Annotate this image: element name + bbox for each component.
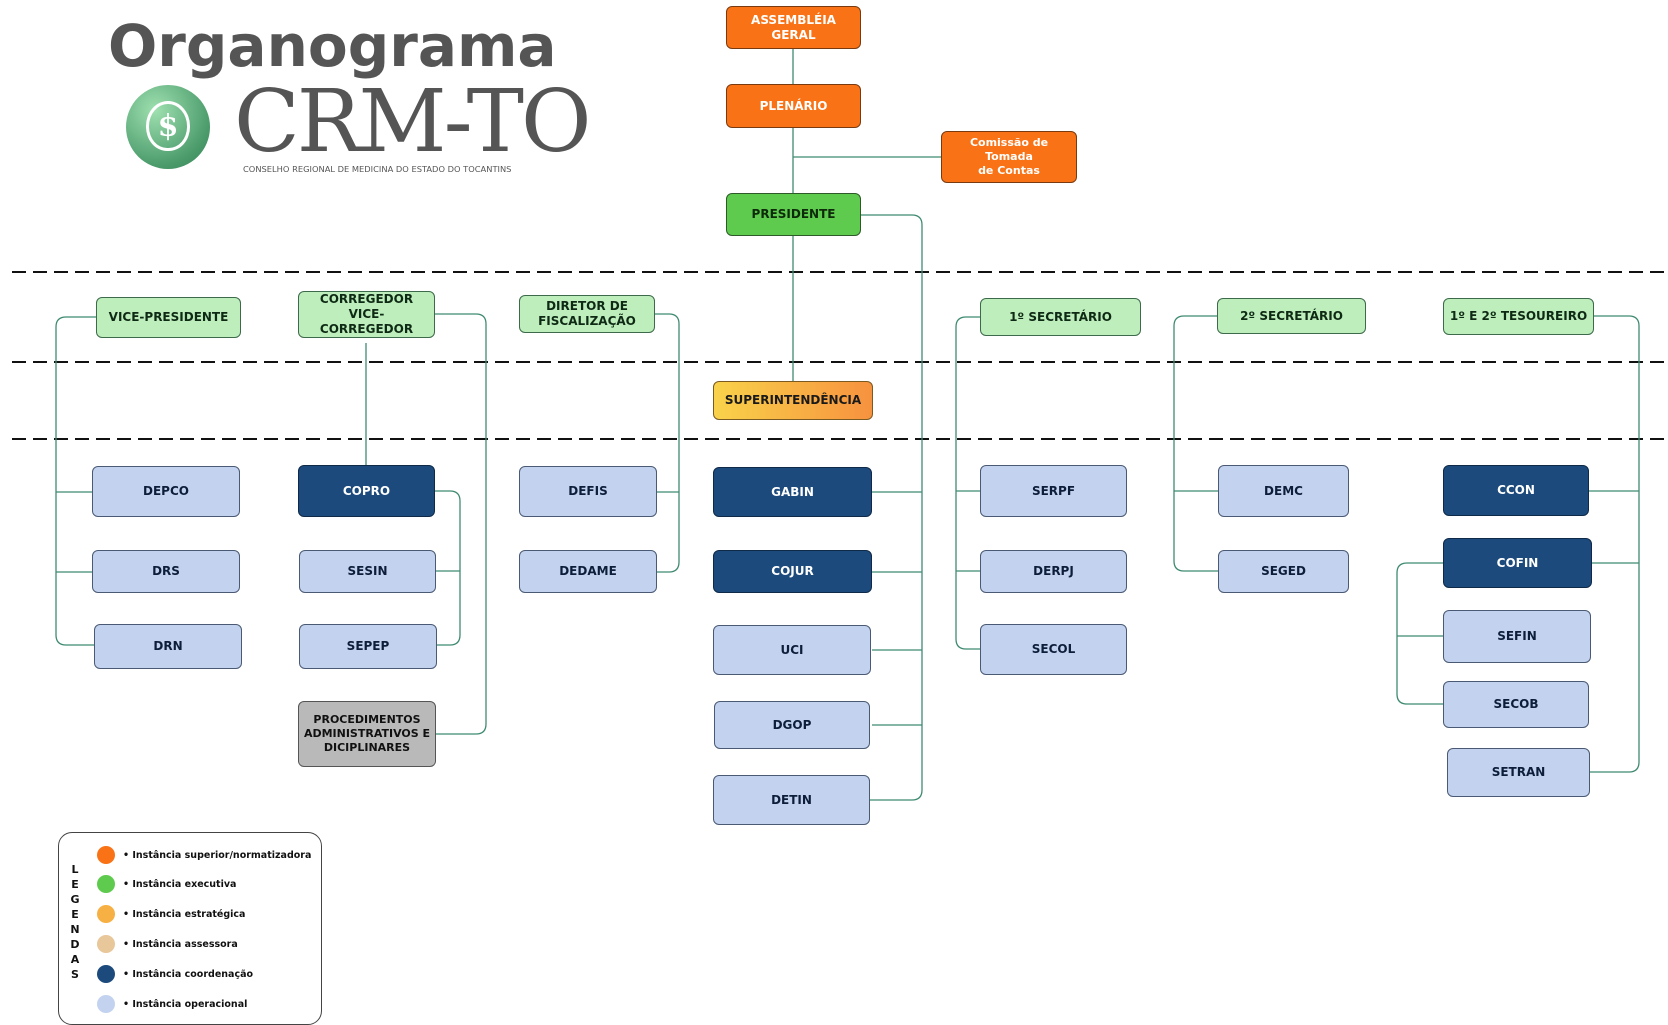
legend-color-dot-icon [97,935,115,953]
node-serpf: SERPF [980,465,1127,517]
connector [955,316,980,650]
connector [861,214,923,801]
node-dgop: DGOP [714,701,870,749]
legend-item: • Instância operacional [97,994,247,1014]
connector [435,313,487,735]
node-presidente: PRESIDENTE [726,193,861,236]
node-superintendencia: SUPERINTENDÊNCIA [713,381,873,420]
caduceus-icon: $ [146,101,190,151]
legend-color-dot-icon [97,965,115,983]
node-plenario: PLENÁRIO [726,84,861,128]
legend-color-dot-icon [97,875,115,893]
page-title: Organograma [108,12,557,80]
connector [55,316,96,646]
node-vice-presidente: VICE-PRESIDENTE [96,297,241,338]
legend-item: • Instância executiva [97,874,236,894]
node-drn: DRN [94,624,242,669]
legend-item-label: • Instância executiva [123,878,237,890]
connector [1590,315,1640,773]
node-uci: UCI [713,625,871,675]
legend-item: • Instância coordenação [97,964,253,984]
connector [1396,562,1443,705]
legend-color-dot-icon [97,905,115,923]
legend-item-label: • Instância superior/normatizadora [123,849,312,861]
node-procedimentos: PROCEDIMENTOS ADMINISTRATIVOS E DICIPLIN… [298,701,436,767]
node-drs: DRS [92,550,240,593]
node-assembleia-geral: ASSEMBLÉIA GERAL [726,6,861,49]
legend-item-label: • Instância operacional [123,998,248,1010]
node-seged: SEGED [1218,550,1349,593]
logo-subtitle: CONSELHO REGIONAL DE MEDICINA DO ESTADO … [243,164,512,174]
legend-item: • Instância estratégica [97,904,245,924]
node-detin: DETIN [713,775,870,825]
node-sefin: SEFIN [1443,610,1591,663]
legend-color-dot-icon [97,995,115,1013]
logo-text: CRM-TO [234,72,591,172]
connector [1173,315,1218,572]
node-1-secretario: 1º SECRETÁRIO [980,298,1141,336]
connector [435,490,461,646]
node-2-secretario: 2º SECRETÁRIO [1217,298,1366,334]
node-defis: DEFIS [519,466,657,517]
legend-item: • Instância superior/normatizadora [97,845,311,865]
node-comissao-tomada-de-contas: Comissão de Tomada de Contas [941,131,1077,183]
node-sesin: SESIN [299,550,436,593]
legend-item-label: • Instância coordenação [123,968,254,980]
node-cofin: COFIN [1443,538,1592,588]
node-dedame: DEDAME [519,550,657,593]
node-gabin: GABIN [713,467,872,517]
legend-color-dot-icon [97,846,115,864]
connector [655,313,680,573]
node-tesoureiro: 1º E 2º TESOUREIRO [1443,298,1594,335]
legend-item: • Instância assessora [97,934,238,954]
legend-box [58,832,322,1025]
node-diretor-fiscalizacao: DIRETOR DE FISCALIZAÇÃO [519,295,655,333]
node-copro: COPRO [298,465,435,517]
node-corregedor: CORREGEDOR VICE-CORREGEDOR [298,291,435,338]
node-secol: SECOL [980,624,1127,675]
node-depco: DEPCO [92,466,240,517]
legend-title: LEGENDAS [70,863,80,981]
node-cojur: COJUR [713,550,872,593]
node-setran: SETRAN [1447,748,1590,797]
legend-item-label: • Instância assessora [123,938,238,950]
node-secob: SECOB [1443,681,1589,728]
node-sepep: SEPEP [299,624,437,669]
node-ccon: CCON [1443,465,1589,516]
node-demc: DEMC [1218,465,1349,517]
legend-item-label: • Instância estratégica [123,908,246,920]
node-derpj: DERPJ [980,550,1127,593]
